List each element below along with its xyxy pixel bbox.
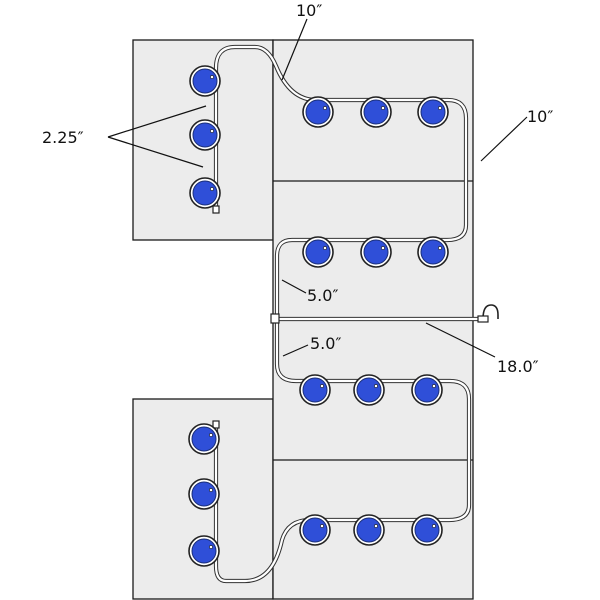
emitter-nozzle — [209, 488, 213, 492]
emitter-nozzle — [320, 384, 324, 388]
emitter-12 — [411, 374, 443, 406]
emitter-pot — [420, 99, 446, 125]
emitter-15 — [188, 535, 220, 567]
emitter-pot — [414, 377, 440, 403]
emitter-nozzle — [438, 246, 442, 250]
emitter-pot — [302, 517, 328, 543]
emitter-nozzle — [323, 106, 327, 110]
emitter-3 — [189, 177, 221, 209]
emitter-1 — [189, 65, 221, 97]
dimension-label-10-right: 10″ — [527, 107, 553, 126]
dimension-label-5-upper: 5.0″ — [307, 286, 338, 305]
emitter-pot — [191, 538, 217, 564]
emitter-7 — [302, 236, 334, 268]
leader-2-25-b — [107, 136, 204, 168]
emitter-14 — [188, 478, 220, 510]
emitter-nozzle — [209, 433, 213, 437]
emitter-16 — [299, 514, 331, 546]
emitter-5 — [360, 96, 392, 128]
emitter-nozzle — [323, 246, 327, 250]
leader-10-right — [480, 116, 528, 162]
emitter-nozzle — [432, 384, 436, 388]
dimension-label-5-lower: 5.0″ — [310, 334, 341, 353]
emitter-group — [188, 65, 449, 567]
emitter-pot — [356, 377, 382, 403]
emitter-17 — [353, 514, 385, 546]
emitter-pot — [305, 239, 331, 265]
hose-connector — [482, 304, 499, 320]
dimension-leaders — [107, 18, 528, 358]
emitter-11 — [353, 374, 385, 406]
emitter-nozzle — [209, 545, 213, 549]
emitter-nozzle — [432, 524, 436, 528]
leader-10-top — [281, 18, 308, 81]
emitter-18 — [411, 514, 443, 546]
dimension-label-10-top: 10″ — [296, 1, 322, 20]
emitter-8 — [360, 236, 392, 268]
emitter-pot — [192, 122, 218, 148]
emitter-pot — [414, 517, 440, 543]
emitter-pot — [302, 377, 328, 403]
emitter-13 — [188, 423, 220, 455]
drip-tubing — [213, 44, 487, 584]
tubing-fittings — [212, 205, 499, 429]
dimension-label-18: 18.0″ — [497, 357, 539, 376]
emitter-pot — [305, 99, 331, 125]
emitter-pot — [192, 180, 218, 206]
hose-connector-body — [477, 315, 489, 323]
emitter-pot — [191, 481, 217, 507]
emitter-4 — [302, 96, 334, 128]
emitter-pot — [356, 517, 382, 543]
emitter-10 — [299, 374, 331, 406]
emitter-6 — [417, 96, 449, 128]
emitter-nozzle — [374, 384, 378, 388]
emitter-pot — [191, 426, 217, 452]
emitter-pot — [363, 239, 389, 265]
emitter-pot — [363, 99, 389, 125]
emitter-nozzle — [320, 524, 324, 528]
emitter-9 — [417, 236, 449, 268]
leader-5-lower — [282, 344, 309, 357]
end-cap-top — [212, 205, 220, 214]
emitter-pot — [420, 239, 446, 265]
emitter-nozzle — [210, 187, 214, 191]
tee-fitting — [270, 313, 280, 324]
emitter-nozzle — [210, 129, 214, 133]
emitter-nozzle — [438, 106, 442, 110]
emitter-pot — [192, 68, 218, 94]
leader-18 — [425, 322, 496, 358]
emitter-nozzle — [374, 524, 378, 528]
emitter-2 — [189, 119, 221, 151]
emitter-nozzle — [210, 75, 214, 79]
emitter-nozzle — [381, 246, 385, 250]
dimension-label-2-25: 2.25″ — [42, 128, 84, 147]
end-cap-bottom — [212, 420, 220, 429]
leader-2-25-a — [107, 105, 207, 138]
leader-5-upper — [281, 279, 307, 294]
emitter-nozzle — [381, 106, 385, 110]
